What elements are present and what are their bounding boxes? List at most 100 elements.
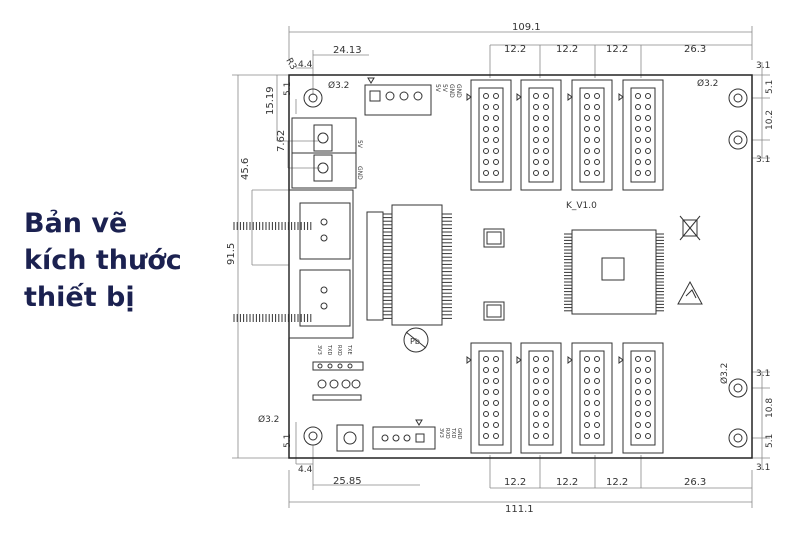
connector-pin: [594, 115, 600, 121]
led-pin-3: RXD: [336, 345, 342, 356]
connector-pin: [594, 126, 600, 132]
version-label: K_V1.0: [566, 201, 597, 211]
connector-pin: [543, 126, 549, 132]
connector-pin: [483, 422, 489, 428]
connector-pin: [584, 389, 590, 395]
bottom-pin-3: TXD: [450, 427, 456, 438]
connector-pin: [645, 137, 651, 143]
dim-15-19: 15.19: [265, 86, 276, 115]
connector-pin: [584, 356, 590, 362]
dimension-labels: 109.1 111.1 91.5 24.13 25.85 45.6 15.19 …: [226, 22, 775, 515]
connector-pin: [543, 148, 549, 154]
connector-pin: [533, 104, 539, 110]
connector-pin: [594, 378, 600, 384]
connector-pin: [635, 148, 641, 154]
top-header-pin-labels: 5V 5V GND GND: [434, 84, 462, 98]
connector-pin: [645, 148, 651, 154]
title-line-3: thiết bị: [24, 282, 135, 313]
dim-pitch-bottom-2: 12.2: [556, 477, 578, 488]
connector-pin: [533, 367, 539, 373]
connector-pin: [584, 378, 590, 384]
connector-pin: [635, 400, 641, 406]
connector-pin: [533, 137, 539, 143]
connector-pin: [543, 137, 549, 143]
connector-pin: [594, 159, 600, 165]
connector-pin: [645, 93, 651, 99]
connector-pin: [533, 422, 539, 428]
connector-pin: [533, 93, 539, 99]
pin1-marker: [618, 356, 624, 364]
connector-pin: [493, 400, 499, 406]
connector-pin: [533, 389, 539, 395]
connector-pin: [483, 356, 489, 362]
connector-pin: [635, 137, 641, 143]
connector-pin: [543, 367, 549, 373]
top-pin-1: 5V: [434, 84, 441, 93]
connector-pin: [493, 422, 499, 428]
led-pin-1: 3V3: [316, 345, 322, 355]
led-header: [312, 361, 364, 401]
connector-pin: [543, 93, 549, 99]
connector-pin: [635, 378, 641, 384]
connector-pin: [584, 104, 590, 110]
connector-pin: [533, 159, 539, 165]
connector-inner: [478, 87, 504, 183]
pb-free-icon: [403, 327, 429, 353]
connector-pin: [493, 159, 499, 165]
esd-warning-icon: [677, 280, 703, 305]
power-terminal: [291, 117, 357, 189]
dim-right-top-2: 5.1: [765, 80, 775, 94]
dim-hole-dia-bl: Ø3.2: [258, 414, 279, 425]
connector-pin: [533, 148, 539, 154]
connector-pin: [635, 422, 641, 428]
connector-pin: [645, 378, 651, 384]
connector-pin: [543, 170, 549, 176]
connector-pin: [635, 104, 641, 110]
title-line-2: kích thước: [24, 245, 182, 276]
pb-free-label: Pb: [410, 337, 420, 346]
connector-pin: [635, 93, 641, 99]
connector-pin: [645, 433, 651, 439]
connector-pin: [543, 422, 549, 428]
dim-right-top-3: 10.2: [765, 110, 775, 130]
connector-pin: [635, 159, 641, 165]
led-pin-2: TXD: [326, 344, 332, 355]
dim-pitch-top-3: 12.2: [606, 44, 628, 55]
pin1-marker: [516, 93, 522, 101]
connector-pin: [533, 411, 539, 417]
idc-connector: [618, 79, 664, 191]
connector-pin: [493, 378, 499, 384]
connector-pin: [584, 126, 590, 132]
connector-pin: [533, 356, 539, 362]
connector-pin: [635, 433, 641, 439]
connector-pin: [584, 115, 590, 121]
connector-pin: [584, 400, 590, 406]
pin1-marker: [567, 356, 573, 364]
connector-pin: [645, 170, 651, 176]
dim-hole-dia-tl: Ø3.2: [328, 80, 349, 91]
bottom-pin-2: RXD: [444, 428, 450, 439]
connector-pin: [493, 93, 499, 99]
qfp-chip: [233, 222, 664, 322]
connector-pin: [483, 389, 489, 395]
connector-pin: [594, 422, 600, 428]
connector-body: [520, 342, 562, 454]
idc-connector: [516, 342, 562, 454]
pin1-marker: [466, 356, 472, 364]
connector-body: [571, 342, 613, 454]
bottom-pin-1: 3V3: [438, 428, 444, 438]
connector-pin: [493, 433, 499, 439]
connector-pin: [493, 389, 499, 395]
connector-pin: [594, 148, 600, 154]
connector-pin: [584, 367, 590, 373]
connector-pin: [594, 137, 600, 143]
connector-pin: [543, 389, 549, 395]
connector-pin: [594, 356, 600, 362]
pin1-marker: [466, 93, 472, 101]
pin1-marker: [567, 93, 573, 101]
connector-pin: [493, 115, 499, 121]
connector-pin: [645, 159, 651, 165]
pin1-marker: [516, 356, 522, 364]
connector-body: [622, 79, 664, 191]
dim-pitch-bottom-4: 26.3: [684, 477, 706, 488]
